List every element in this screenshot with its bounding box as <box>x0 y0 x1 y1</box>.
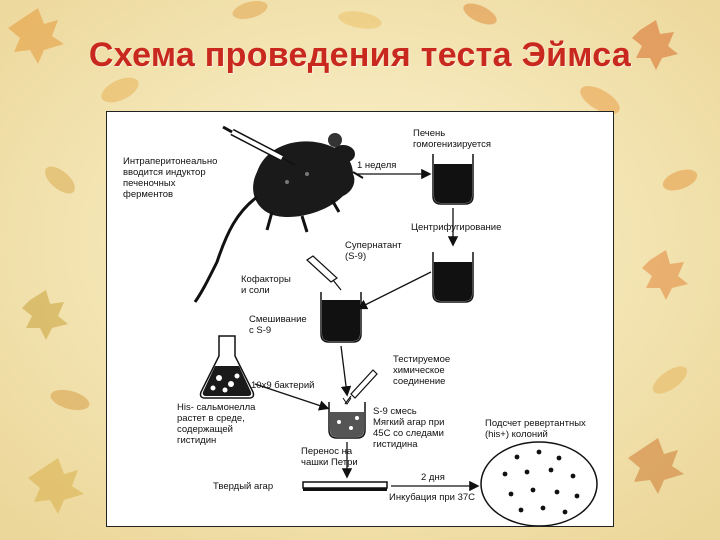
mixing-label: Смешивание с S-9 <box>249 314 307 336</box>
test-tube-icon <box>328 397 366 439</box>
test-compound-label: Тестируемое химическое соединение <box>393 354 451 387</box>
agar-plate <box>302 481 388 491</box>
leaf-icon <box>628 438 684 494</box>
rat-icon <box>193 133 364 303</box>
diagram-artwork <box>193 125 598 526</box>
syringe-icon <box>222 125 296 166</box>
liver-homogenized-label: Печень гомогенизируется <box>413 128 492 150</box>
s9-mix-label: S-9 смесь Мягкий агар при 45С со следами… <box>373 406 445 450</box>
centrifuged-beaker <box>432 252 474 303</box>
injection-note: Интраперитонеально вводится индуктор печ… <box>123 156 218 200</box>
leaf-icon <box>28 458 84 514</box>
petri-dish-colonies <box>480 441 598 526</box>
leaf-icon <box>8 8 64 64</box>
leaf-icon <box>632 20 678 70</box>
revertant-count-label: Подсчет ревертантных (his+) колоний <box>485 418 586 440</box>
his-salmonella-label: His- сальмонелла растет в среде, содержа… <box>177 402 256 446</box>
pipette-icon <box>306 255 342 291</box>
supernatant-label: Супернатант (S-9) <box>345 240 402 262</box>
incubation-label: Инкубация при 37С <box>389 492 476 503</box>
time-label-week: 1 неделя <box>357 160 397 171</box>
homogenate-beaker <box>432 154 474 205</box>
transfer-label: Перенос на чашки Петри <box>301 446 358 468</box>
leaf-icon <box>22 290 68 340</box>
mixing-beaker <box>320 292 362 343</box>
centrifugation-label: Центрифугирование <box>411 222 502 233</box>
incubation-days-label: 2 дня <box>421 472 445 483</box>
flask-icon <box>199 335 255 399</box>
ames-test-diagram: Интраперитонеально вводится индуктор печ… <box>106 111 614 527</box>
bacteria-count-label: 10x9 бактерий <box>251 380 315 391</box>
leaf-icon <box>642 250 688 300</box>
slide-title: Схема проведения теста Эймса <box>88 36 632 74</box>
cofactors-label: Кофакторы и соли <box>241 274 291 296</box>
solid-agar-label: Твердый агар <box>213 481 274 492</box>
